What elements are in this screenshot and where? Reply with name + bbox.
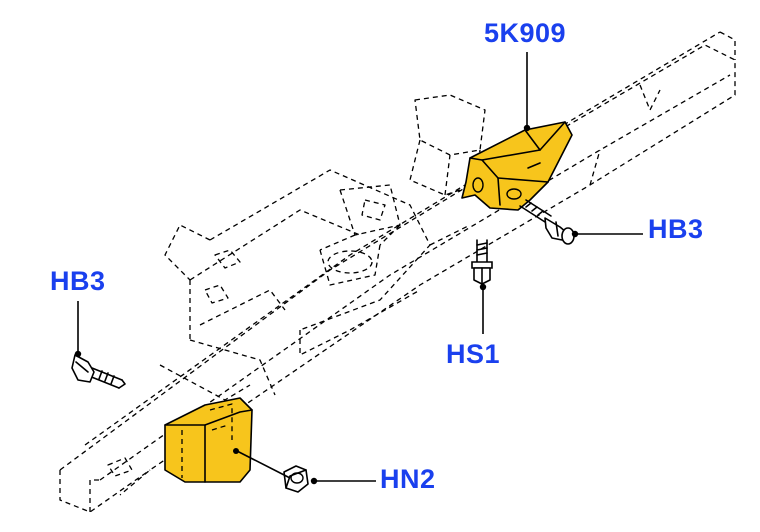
callout-hs1[interactable]: HS1 xyxy=(446,339,501,369)
frame-rail xyxy=(59,31,736,513)
nut-hn2[interactable] xyxy=(283,465,309,493)
callout-hb3-right[interactable]: HB3 xyxy=(648,214,704,244)
leader-lines xyxy=(74,52,643,485)
cross-member xyxy=(107,94,486,477)
bracket-5k909[interactable] xyxy=(461,121,573,211)
callout-hb3-left[interactable]: HB3 xyxy=(50,266,106,296)
insulator-block[interactable] xyxy=(164,397,253,483)
stud-bolt-hs1[interactable] xyxy=(471,239,493,285)
callout-hn2[interactable]: HN2 xyxy=(380,464,436,494)
bolt-hb3-left[interactable] xyxy=(71,354,126,389)
bolt-hb3-right[interactable] xyxy=(519,199,575,245)
callout-5k909[interactable]: 5K909 xyxy=(484,18,567,48)
